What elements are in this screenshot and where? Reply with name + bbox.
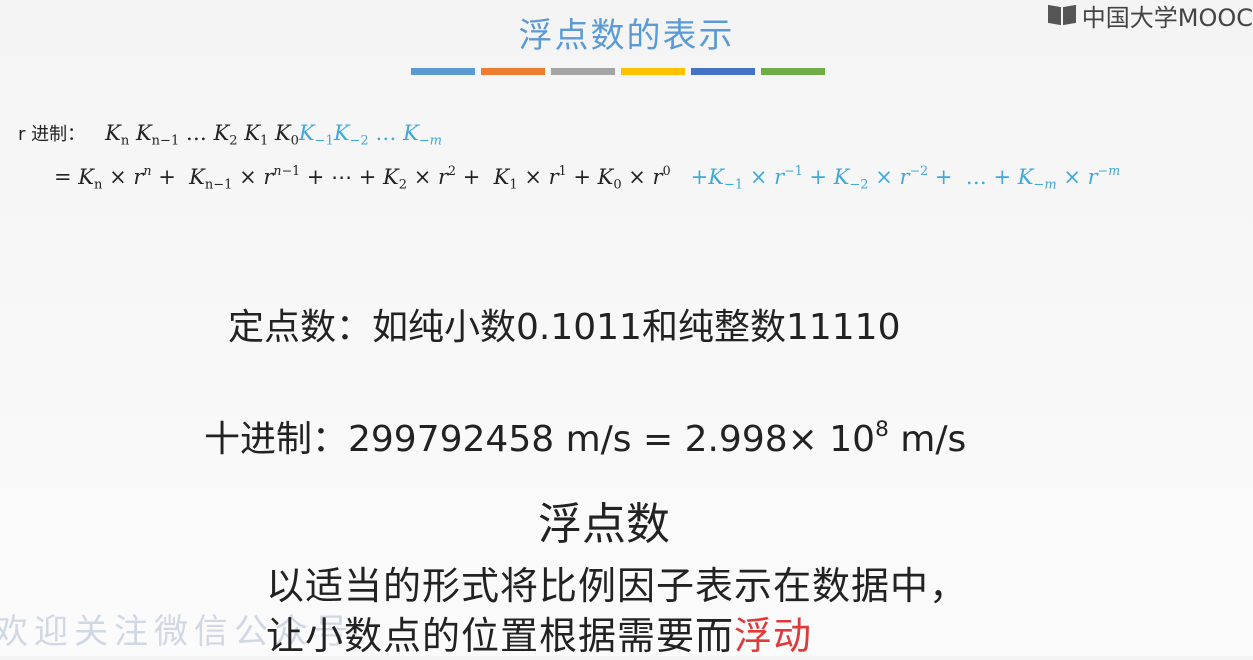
slide-title: 浮点数的表示: [518, 16, 735, 56]
decimal-unit: m/s: [888, 419, 967, 460]
fraction-terms: +K−1 × r−1 + K−2 × r−2 + … + K−m × r−m: [677, 163, 1121, 193]
color-segment: [551, 68, 615, 75]
logo-text: 中国大学MOOC: [1081, 3, 1253, 32]
definition-text: 让小数点的位置根据需要而: [266, 614, 735, 658]
mooc-logo: 中国大学MOOC: [1048, 0, 1253, 32]
color-segment: [411, 68, 475, 75]
digit-sequence: Kn Kn−1 … K2 K1 K0K−1K−2 … K−m: [105, 121, 443, 149]
radix-representation: r 进制： Kn Kn−1 … K2 K1 K0K−1K−2 … K−m: [18, 120, 443, 149]
book-icon: [1048, 4, 1078, 26]
fixed-point-example: 定点数：如纯小数0.1011和纯整数11110: [228, 307, 901, 348]
integer-terms: Kn × rn + Kn−1 × rn−1 + ⋯ + K2 × r2 + K1…: [78, 163, 671, 193]
decimal-exponent: 8: [875, 416, 889, 442]
decimal-example: 十进制：299792458 m/s = 2.998× 108 m/s: [204, 410, 966, 462]
watermark: 欢迎关注微信公众号: [0, 612, 354, 652]
decimal-main: 十进制：299792458 m/s = 2.998× 10: [204, 419, 876, 460]
floating-point-heading: 浮点数: [538, 499, 670, 550]
radix-label: r 进制：: [18, 124, 86, 145]
color-segment: [761, 68, 825, 75]
color-segment: [691, 68, 755, 75]
expansion-formula: = Kn × rn + Kn−1 × rn−1 + ⋯ + K2 × r2 + …: [54, 163, 1121, 193]
definition-line-1: 以适当的形式将比例因子表示在数据中，: [266, 564, 969, 608]
color-bar: [411, 68, 825, 75]
color-segment: [621, 68, 685, 75]
equals-sign: =: [54, 165, 72, 189]
color-segment: [481, 68, 545, 75]
float-highlight: 浮动: [734, 614, 813, 658]
definition-line-2: 让小数点的位置根据需要而浮动: [266, 605, 812, 660]
